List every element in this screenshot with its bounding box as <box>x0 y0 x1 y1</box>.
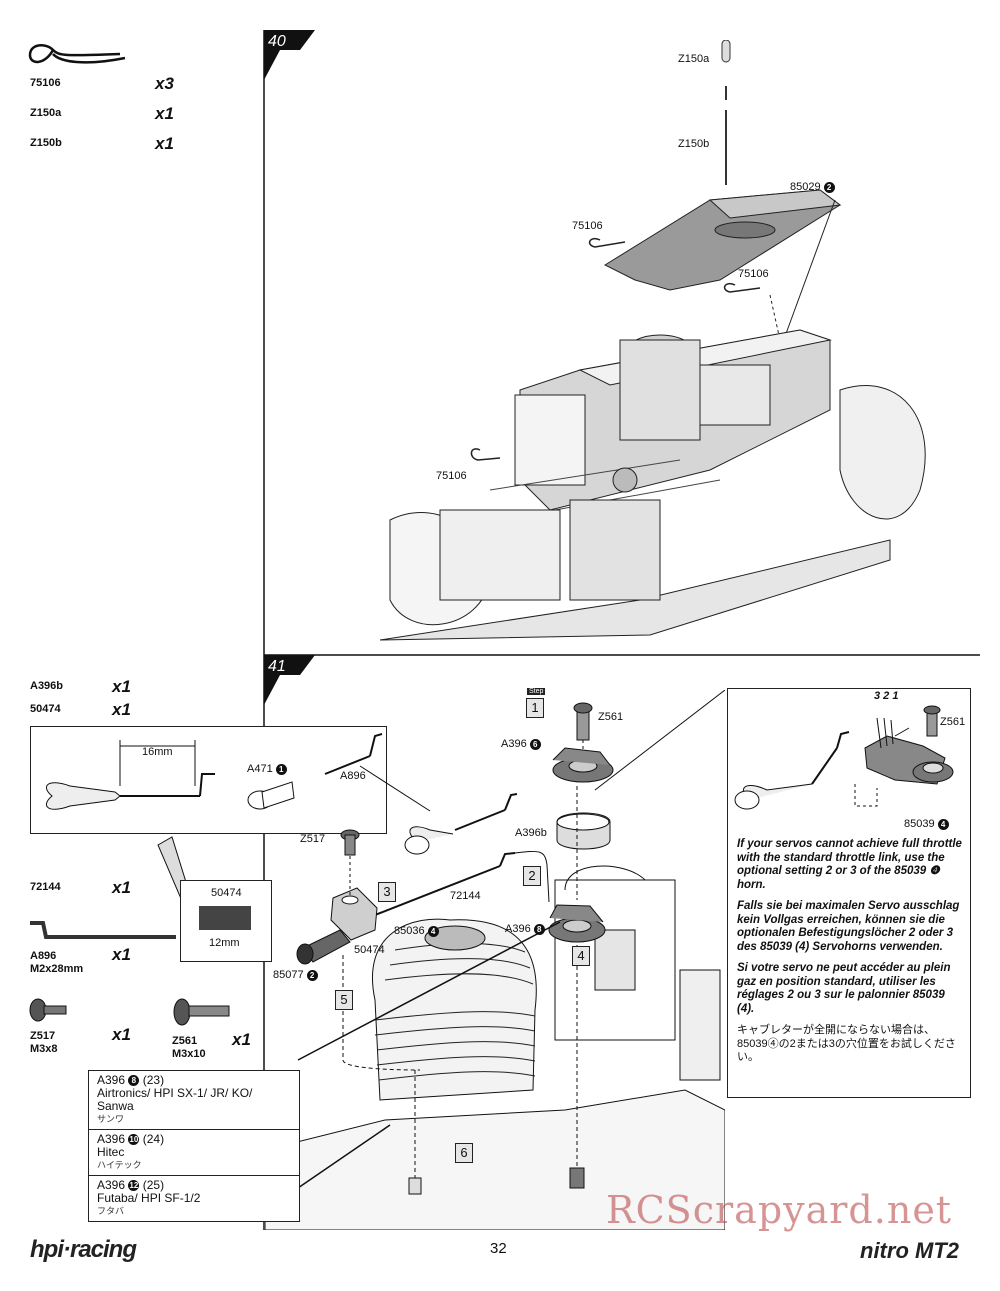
inset-tube-code: 50474 <box>211 887 242 899</box>
part-z150b-code: Z150b <box>30 137 62 149</box>
hpi-racing-logo: hpi·racing <box>30 1236 137 1263</box>
table-row: A396 8 (23) Airtronics/ HPI SX-1/ JR/ KO… <box>89 1071 299 1130</box>
table-leader-lines <box>297 921 561 1189</box>
throttle-link-inset <box>30 726 387 834</box>
inset-a896: A896 <box>340 770 366 782</box>
callout-z517: Z517 <box>300 833 326 845</box>
tube-cut-inset: 50474 12mm <box>180 880 272 962</box>
step-40-number: 40 <box>268 33 286 50</box>
nitro-mt2-logo: nitro MT2 <box>860 1238 959 1263</box>
callout-72144: 72144 <box>450 890 481 902</box>
callout-75106-c: 75106 <box>436 470 467 482</box>
table-row: A396 12 (25) Futaba/ HPI SF-1/2 フタバ <box>97 1178 201 1217</box>
option-85039: 85039 4 <box>904 818 949 830</box>
step-box-2: 2 <box>523 866 541 886</box>
z517-screw-illustration <box>29 998 67 1022</box>
inset-a471: A471 1 <box>247 763 287 775</box>
step-41-number: 41 <box>268 658 286 675</box>
part-z561-qty: x1 <box>232 1030 251 1049</box>
step-box-5: 5 <box>335 990 353 1010</box>
step-box-4: 4 <box>572 946 590 966</box>
part-75106-code: 75106 <box>30 77 61 89</box>
optional-horn-drawing <box>734 705 954 810</box>
part-z150b-qty: x1 <box>155 134 174 153</box>
servo-horn-table: A396 8 (23) Airtronics/ HPI SX-1/ JR/ KO… <box>88 1070 300 1222</box>
note-english: If your servos cannot achieve full throt… <box>737 838 962 891</box>
callout-50474: 50474 <box>354 944 385 956</box>
step-box-1: 1 <box>526 698 544 718</box>
inset-link-dim: 16mm <box>142 746 173 758</box>
note-french: Si votre servo ne peut accéder au plein … <box>737 962 951 1015</box>
callout-z561: Z561 <box>598 711 624 723</box>
throttle-link-inset-drawing <box>46 733 431 812</box>
option-notes: If your servos cannot achieve full throt… <box>737 838 962 1073</box>
callout-75106-b: 75106 <box>738 268 769 280</box>
fuel-tube-piece <box>199 906 251 930</box>
callout-a396b: A396b <box>515 827 547 839</box>
callout-a396-mid: A396 8 <box>505 923 545 935</box>
callout-85036: 85036 4 <box>394 925 439 937</box>
callout-85029: 85029 2 <box>790 181 835 193</box>
part-75106-qty: x3 <box>155 74 174 93</box>
step-box-6: 6 <box>455 1143 473 1163</box>
step-box-3: 3 <box>378 882 396 902</box>
part-z150a-qty: x1 <box>155 104 174 123</box>
z561-screw-illustration <box>173 998 230 1026</box>
a896-rod-illustration <box>30 921 176 939</box>
part-50474-code: 50474 <box>30 703 61 715</box>
part-z150a-code: Z150a <box>30 107 62 119</box>
watermark: RCScrapyard.net <box>606 1188 953 1232</box>
table-row: A396 10 (24) Hitec ハイテック <box>89 1130 299 1176</box>
note-japanese: キャブレターが全開にならない場合は、85039④の2または3の穴位置をお試しくだ… <box>737 1024 956 1063</box>
option-hole-numbers: 3 2 1 <box>874 690 899 702</box>
callout-a396-top: A396 6 <box>501 738 541 750</box>
part-z517-qty: x1 <box>112 1025 131 1044</box>
option-z561: Z561 <box>940 716 966 728</box>
inset-tube-dim: 12mm <box>209 937 240 949</box>
body-clip-illustration <box>28 44 126 64</box>
note-german: Falls sie bei maximalen Servo ausschlag … <box>737 900 960 953</box>
part-72144-qty: x1 <box>112 878 131 897</box>
part-a396b-code: A396b <box>30 680 64 692</box>
callout-85077: 85077 2 <box>273 969 318 981</box>
callout-75106-a: 75106 <box>572 220 603 232</box>
callout-z150a: Z150a <box>678 53 710 65</box>
step-tag-label: Step <box>527 688 546 695</box>
callout-z150b: Z150b <box>678 138 710 150</box>
part-a396b-qty: x1 <box>112 677 131 696</box>
part-a896-qty: x1 <box>112 945 131 964</box>
part-72144-code: 72144 <box>30 881 61 893</box>
step-41-assembly-drawing <box>265 690 725 1230</box>
part-50474-qty: x1 <box>112 700 131 719</box>
step-40-assembly-drawing <box>380 40 926 641</box>
page-number: 32 <box>490 1240 507 1257</box>
